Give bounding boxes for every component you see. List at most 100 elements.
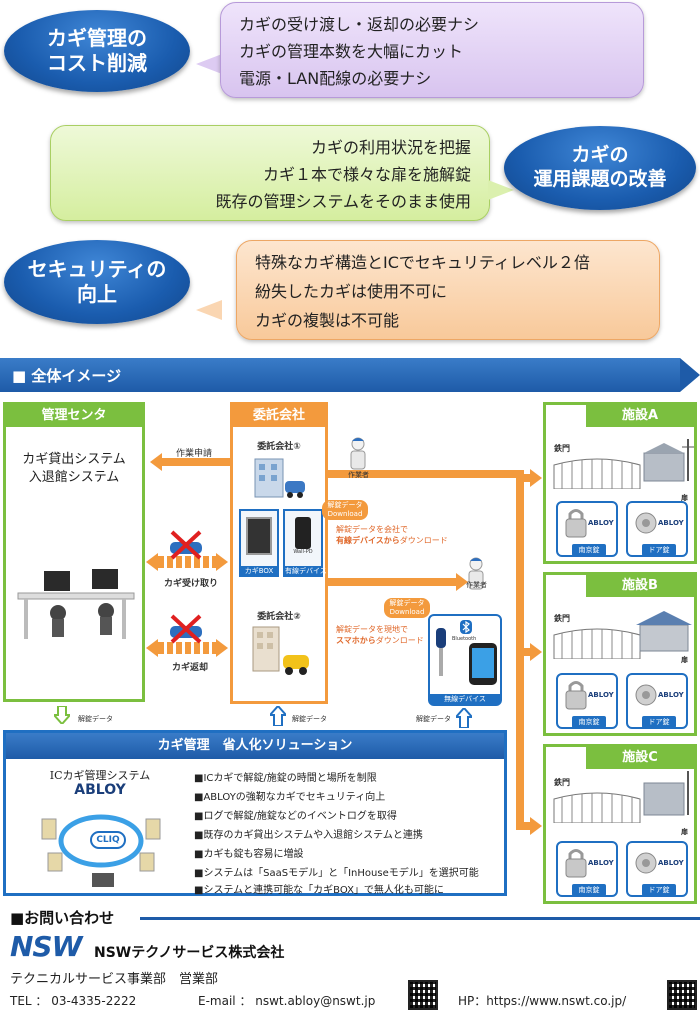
wireless-device-panel: Bluetooth 無線デバイス bbox=[428, 614, 502, 706]
feature-item: ■既存のカギ貸出システムや入退館システムと連携 bbox=[194, 830, 423, 841]
gate-label: 鉄門 bbox=[554, 444, 570, 453]
gate-icon bbox=[553, 792, 641, 823]
download-note-phone: 解錠データを現地で スマホからダウンロード bbox=[336, 625, 424, 645]
system-name: 入退館システム bbox=[28, 470, 120, 485]
benefit-point: カギ１本で様々な扉を施解錠 bbox=[262, 164, 471, 184]
section-bar-overview: ■ 全体イメージ bbox=[0, 358, 700, 392]
benefit-point: カギの管理本数を大幅にカット bbox=[239, 41, 464, 61]
feature-item: ■ABLOYの強靭なカギでセキュリティ向上 bbox=[194, 792, 386, 803]
door-label: 扉 bbox=[681, 494, 688, 502]
benefit-title-line: コスト削減 bbox=[47, 51, 147, 75]
benefit-title-operation: カギの 運用課題の改善 bbox=[504, 126, 696, 210]
feature-item: ■システムと連携可能な「カギBOX」で無人化も可能に bbox=[194, 885, 444, 896]
bubble-tail bbox=[196, 54, 222, 74]
benefit-title-security: セキュリティの 向上 bbox=[4, 240, 190, 324]
work-request-label: 作業申請 bbox=[176, 449, 213, 459]
office-desk-icon bbox=[17, 569, 135, 639]
warehouse-icon bbox=[636, 611, 692, 652]
management-center-panel: 管理センタ カギ貸出システム 入退館システム bbox=[3, 402, 145, 702]
facility-a: 施設A 鉄門 扉 ABLOY 南京錠 ABLOY ドア錠 bbox=[543, 402, 697, 564]
benefit-points-operation: カギの利用状況を把握 カギ１本で様々な扉を施解錠 既存の管理システムをそのまま使… bbox=[50, 125, 490, 221]
download-note-wired: 解錠データを会社で 有線デバイスからダウンロード bbox=[336, 525, 448, 545]
key-handover-arrow bbox=[146, 548, 228, 576]
up-arrow-icon bbox=[270, 706, 286, 726]
door-lock-card: ABLOY ドア錠 bbox=[626, 673, 688, 729]
padlock-card: ABLOY 南京錠 bbox=[556, 673, 618, 729]
contact-heading: ■お問い合わせ bbox=[10, 909, 115, 927]
benefit-point: 既存の管理システムをそのまま使用 bbox=[215, 192, 471, 212]
facility-title: 施設C bbox=[586, 747, 694, 769]
wired-device: Wall-PD 有線デバイス bbox=[283, 509, 327, 577]
download-badge: 解錠データ Download bbox=[384, 598, 430, 618]
download-badge: 解錠データ Download bbox=[322, 500, 368, 520]
feature-item: ■カギも錠も容易に増設 bbox=[194, 849, 304, 860]
benefit-title-cost: カギ管理の コスト削減 bbox=[4, 10, 190, 92]
key-icon bbox=[436, 628, 446, 676]
benefit-title-line: セキュリティの bbox=[27, 257, 167, 281]
worker-label: 作業者 bbox=[348, 471, 369, 479]
key-handover-label: カギ受け取り bbox=[164, 579, 219, 589]
worker-label: 作業者 bbox=[466, 581, 487, 589]
car-prohibited-icon bbox=[170, 614, 202, 644]
feature-item: ■ログで解錠/施錠などのイベントログを取得 bbox=[194, 811, 397, 822]
lock-icon bbox=[635, 684, 657, 706]
benefit-point: カギの複製は不可能 bbox=[255, 310, 400, 330]
padlock-icon bbox=[565, 849, 587, 878]
benefit-points-security: 特殊なカギ構造とICでセキュリティレベル２倍 紛失したカギは使用不可に カギの複… bbox=[236, 240, 660, 340]
down-arrow-icon bbox=[54, 706, 70, 724]
car-prohibited-icon bbox=[170, 530, 202, 560]
gate-label: 鉄門 bbox=[554, 778, 570, 787]
qr-code-icon bbox=[667, 980, 697, 1010]
feature-item: ■ICカギで解錠/施錠の時間と場所を制限 bbox=[194, 773, 377, 784]
benefit-title-line: カギの bbox=[571, 144, 629, 167]
key-return-label: カギ返却 bbox=[172, 663, 209, 673]
facility-title: 施設A bbox=[586, 405, 694, 427]
door-label: 扉 bbox=[681, 656, 688, 664]
benefit-point: 特殊なカギ構造とICでセキュリティレベル２倍 bbox=[255, 253, 590, 273]
email[interactable]: E-mail ： nswt.abloy@nswt.jp bbox=[198, 994, 376, 1008]
cliq-logo: CLIQ bbox=[90, 831, 126, 849]
contractor-panel: 委託会社 委託会社① カギBOX Wall-PD 有線デバイス 委託会社② bbox=[230, 402, 328, 704]
feature-item: ■システムは「SaaSモデル」と「InHouseモデル」を選択可能 bbox=[194, 868, 479, 879]
facility-c: 施設C 鉄門 扉 ABLOY 南京錠 ABLOY ドア錠 bbox=[543, 744, 697, 904]
bluetooth-icon bbox=[460, 620, 472, 634]
company-label: 委託会社① bbox=[257, 442, 301, 452]
lock-icon bbox=[635, 852, 657, 874]
padlock-icon bbox=[565, 509, 587, 538]
benefit-point: カギの受け渡し・返却の必要ナシ bbox=[239, 14, 480, 34]
facility-b: 施設B 鉄門 扉 ABLOY 南京錠 ABLOY ドア錠 bbox=[543, 572, 697, 736]
worker-icon bbox=[350, 437, 366, 470]
panel-title: 管理センタ bbox=[6, 405, 142, 427]
padlock-card: ABLOY 南京錠 bbox=[556, 841, 618, 897]
smartphone-icon bbox=[469, 643, 497, 685]
system-name: ICカギ管理システム bbox=[49, 769, 151, 782]
section-title: ■ 全体イメージ bbox=[12, 367, 122, 385]
homepage[interactable]: HP：https://www.nswt.co.jp/ bbox=[458, 994, 627, 1008]
bubble-tail bbox=[488, 180, 514, 200]
worker-icon bbox=[468, 557, 484, 590]
key-box: カギBOX bbox=[239, 509, 279, 577]
benefit-point: カギの利用状況を把握 bbox=[310, 137, 471, 157]
benefit-point: 電源・LAN配線の必要ナシ bbox=[239, 69, 432, 89]
solution-title: カギ管理 省人化ソリューション bbox=[6, 733, 504, 759]
building-icon bbox=[252, 626, 309, 675]
gate-icon bbox=[553, 628, 641, 659]
divider bbox=[140, 917, 700, 920]
system-name: カギ貸出システム bbox=[22, 452, 126, 467]
benefit-title-line: 運用課題の改善 bbox=[533, 168, 667, 190]
building-icon bbox=[254, 458, 305, 498]
unlock-data-label: 解錠データ bbox=[416, 715, 451, 723]
gate-icon bbox=[553, 458, 641, 489]
abloy-logo: ABLOY bbox=[74, 782, 126, 798]
panel-title: 委託会社 bbox=[233, 405, 325, 427]
key-return-arrow bbox=[146, 634, 228, 662]
padlock-icon bbox=[565, 681, 587, 710]
nsw-logo: NSW bbox=[10, 930, 82, 963]
warehouse-icon bbox=[643, 439, 694, 482]
door-label: 扉 bbox=[681, 828, 688, 836]
facility-title: 施設B bbox=[586, 575, 694, 597]
solution-panel: カギ管理 省人化ソリューション ICカギ管理システム ABLOY CLIQ ■I… bbox=[3, 730, 507, 896]
unlock-data-label: 解錠データ bbox=[78, 715, 113, 723]
department: テクニカルサービス事業部 営業部 bbox=[10, 972, 219, 987]
gate-label: 鉄門 bbox=[554, 614, 570, 623]
